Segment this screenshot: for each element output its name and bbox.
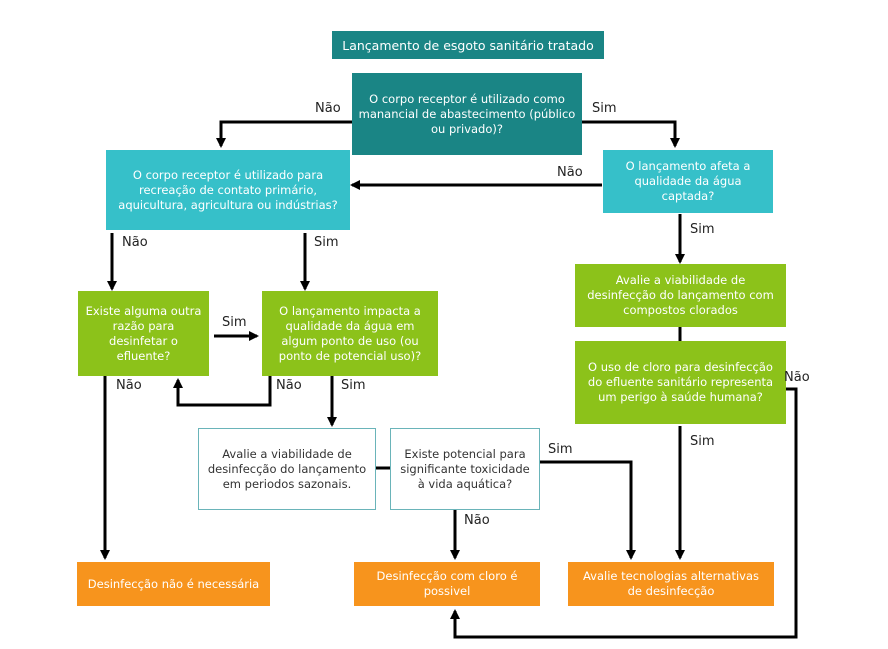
label-outra-nao: Não [116,378,142,393]
label-outra-sim: Sim [222,315,247,330]
arrow-impacta-nao [173,376,272,407]
label-toxicidade-sim: Sim [548,442,573,457]
label-manancial-sim: Sim [592,101,617,116]
node-a-avalie-clorados: Avalie a viabilidade de desinfecção do l… [575,264,786,327]
title-box: Lançamento de esgoto sanitário tratado [332,31,604,59]
label-perigo-nao: Não [784,370,810,385]
arrow-manancial-nao [216,120,352,148]
result-nao-necessaria: Desinfecção não é necessária [77,562,270,606]
node-q-recreacao: O corpo receptor é utilizado para recrea… [106,150,350,230]
label-captada-sim: Sim [690,222,715,237]
arrow-perigo-nao [450,387,798,639]
label-captada-nao: Não [557,165,583,180]
label-toxicidade-nao: Não [464,513,490,528]
node-q-manancial: O corpo receptor é utilizado como mananc… [352,73,582,155]
result-cloro-possivel: Desinfecção com cloro é possivel [354,562,540,606]
node-q-impacta-ponto-uso: O lançamento impacta a qualidade da água… [262,291,438,376]
node-q-toxicidade: Existe potencial para significante toxic… [390,428,540,510]
arrow-manancial-sim [582,120,680,148]
label-manancial-nao: Não [315,101,341,116]
node-q-afeta-captada: O lançamento afeta a qualidade da água c… [603,150,773,213]
label-impacta-sim: Sim [341,378,366,393]
node-q-cloro-perigo: O uso de cloro para desinfecção do eflue… [575,341,786,424]
result-alternativas: Avalie tecnologias alternativas de desin… [568,562,774,606]
arrow-toxicidade-sim [540,460,636,560]
label-perigo-sim: Sim [690,434,715,449]
node-a-avalie-sazonais: Avalie a viabilidade de desinfecção do l… [198,428,376,510]
label-impacta-nao: Não [276,378,302,393]
label-recreacao-nao: Não [122,235,148,250]
node-q-outra-razao: Existe alguma outra razão para desinfeta… [78,291,209,376]
label-recreacao-sim: Sim [314,235,339,250]
